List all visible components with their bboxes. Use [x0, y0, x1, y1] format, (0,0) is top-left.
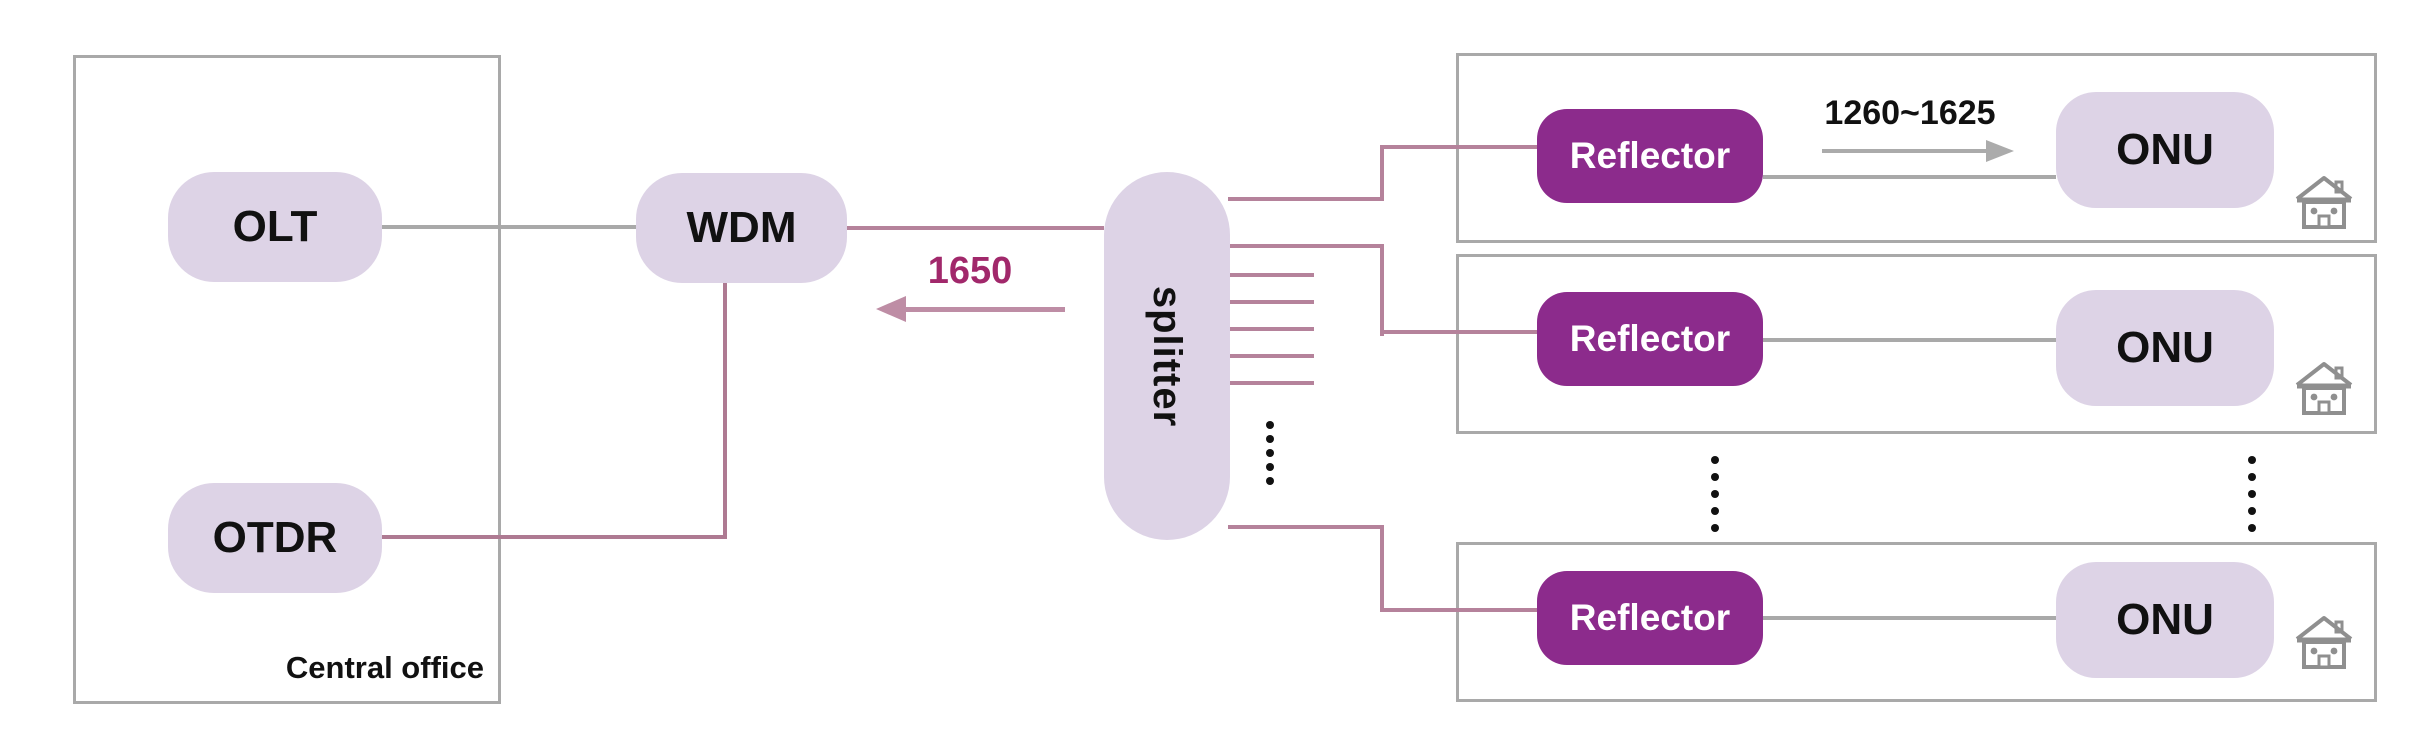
reflector-label: Reflector [1569, 597, 1731, 638]
splitter-stub-1 [1228, 273, 1314, 277]
onu-node-3: ONU [2056, 562, 2274, 678]
olt-wdm-link [382, 225, 636, 229]
vertical-ellipsis [1266, 421, 1274, 485]
splitter-output-3-riser [1380, 525, 1384, 612]
monitoring-wavelength-label: 1650 [927, 250, 1013, 292]
reflector-node-2: Reflector [1537, 292, 1763, 386]
vertical-ellipsis [1711, 456, 1719, 532]
onu-label: ONU [2116, 323, 2214, 372]
left-arrow-icon [876, 296, 906, 322]
reflector-onu-link-2 [1763, 338, 2056, 342]
downstream-wavelength-label: 1260~1625 [1824, 94, 1996, 132]
reflector-onu-link-1 [1763, 175, 2056, 179]
reflector-label: Reflector [1569, 135, 1731, 176]
onu-label: ONU [2116, 125, 2214, 174]
olt-node: OLT [168, 172, 382, 282]
splitter-output-3-segment [1228, 525, 1384, 529]
olt-label: OLT [232, 202, 318, 251]
vertical-ellipsis [2248, 456, 2256, 532]
splitter-output-2-segment [1228, 244, 1384, 248]
splitter-node: splitter [1104, 172, 1230, 540]
central-office-label: Central office [285, 650, 484, 685]
otdr-wdm-link-vertical [723, 283, 727, 539]
onu-label: ONU [2116, 595, 2214, 644]
otdr-wdm-link-horizontal [382, 535, 727, 539]
house-icon [2295, 616, 2353, 669]
splitter-stub-4 [1228, 354, 1314, 358]
otdr-node: OTDR [168, 483, 382, 593]
reflector-label: Reflector [1569, 318, 1731, 359]
splitter-output-1-riser [1380, 145, 1384, 201]
splitter-output-2-to-reflector [1380, 330, 1537, 334]
splitter-output-1-to-reflector [1380, 145, 1537, 149]
wdm-node: WDM [636, 173, 847, 283]
reflector-node-1: Reflector [1537, 109, 1763, 203]
wdm-label: WDM [686, 203, 797, 252]
monitoring-arrow-shaft [896, 307, 1065, 312]
splitter-label: splitter [1145, 285, 1190, 427]
onu-node-1: ONU [2056, 92, 2274, 208]
central-office-box: Central office [73, 55, 501, 704]
splitter-stub-3 [1228, 327, 1314, 331]
house-icon [2295, 362, 2353, 415]
onu-node-2: ONU [2056, 290, 2274, 406]
downstream-arrow-shaft [1822, 149, 1990, 153]
splitter-stub-2 [1228, 300, 1314, 304]
house-icon [2295, 176, 2353, 229]
splitter-stub-5 [1228, 381, 1314, 385]
reflector-node-3: Reflector [1537, 571, 1763, 665]
splitter-output-3-to-reflector [1380, 608, 1537, 612]
splitter-output-2-riser [1380, 244, 1384, 336]
wdm-splitter-link [847, 226, 1104, 230]
right-arrow-icon [1986, 140, 2014, 162]
splitter-output-1-segment [1228, 197, 1384, 201]
otdr-label: OTDR [212, 513, 338, 562]
reflector-onu-link-3 [1763, 616, 2056, 620]
